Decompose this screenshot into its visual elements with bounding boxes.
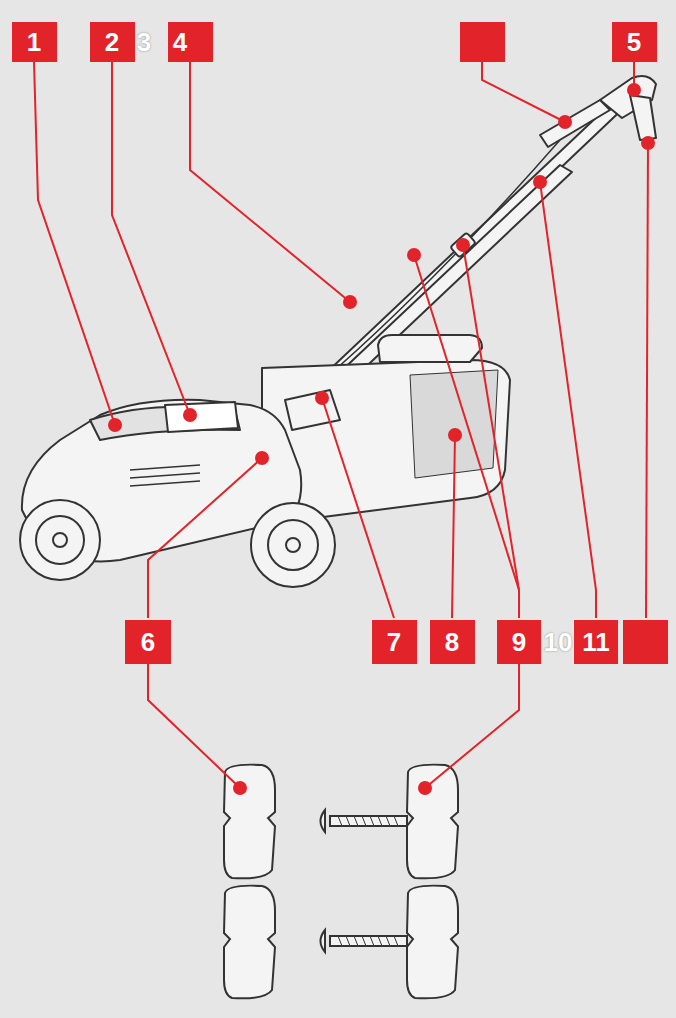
callout-number: 11 bbox=[582, 629, 610, 655]
callout-boxes bbox=[12, 22, 668, 664]
leader-dots bbox=[108, 83, 655, 795]
callout-number: 7 bbox=[387, 629, 401, 655]
callout-number: 10 bbox=[544, 629, 573, 655]
callout-number: 6 bbox=[141, 629, 155, 655]
leader-lines bbox=[34, 62, 648, 788]
callout-number: 9 bbox=[512, 629, 526, 655]
callout-number: 2 bbox=[105, 29, 119, 55]
callout-number: 5 bbox=[627, 29, 641, 55]
callout-number: 4 bbox=[173, 29, 187, 55]
handle-knobs bbox=[224, 765, 458, 999]
callout-number: 8 bbox=[445, 629, 459, 655]
callout-number: 3 bbox=[137, 29, 151, 55]
callout-number: 1 bbox=[27, 29, 41, 55]
